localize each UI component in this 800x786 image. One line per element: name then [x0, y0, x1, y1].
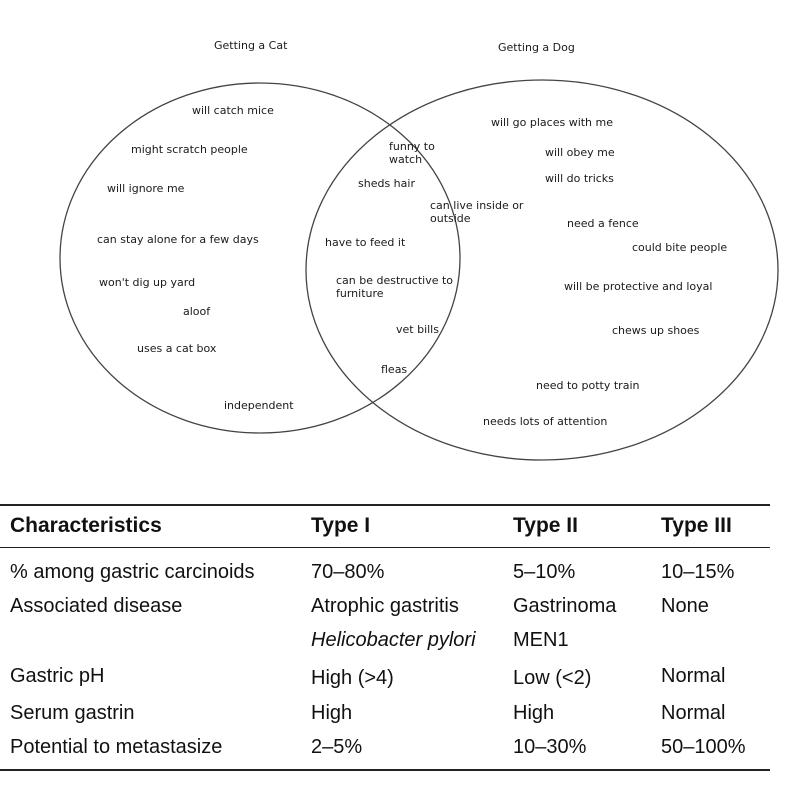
dog-title: Getting a Dog — [498, 41, 575, 54]
table-cell: Potential to metastasize — [10, 736, 223, 758]
both-item: vet bills — [396, 323, 439, 336]
header-type-2: Type II — [513, 514, 578, 537]
table-cell: Serum gastrin — [10, 702, 135, 724]
table-cell: 10–15% — [661, 561, 735, 583]
table-cell: Low (<2) — [513, 667, 592, 689]
both-item: have to feed it — [325, 236, 406, 249]
dog-item: will obey me — [545, 146, 615, 159]
dog-item: will go places with me — [491, 116, 614, 129]
cat-circle — [59, 82, 461, 434]
cat-item: uses a cat box — [137, 342, 217, 355]
dog-item: chews up shoes — [612, 324, 700, 337]
venn-circles — [59, 79, 779, 461]
header-rule — [0, 547, 770, 548]
both-item: sheds hair — [358, 177, 415, 190]
dog-item: need a fence — [567, 217, 639, 230]
top-rule — [0, 504, 770, 506]
dog-item: needs lots of attention — [483, 415, 608, 428]
table-cell: Normal — [661, 665, 726, 687]
table-cell: Helicobacter pylori — [311, 629, 476, 651]
table-cell: 2–5% — [311, 736, 363, 758]
bottom-rule — [0, 769, 770, 771]
table-cell: MEN1 — [513, 629, 569, 651]
table-cell: None — [661, 595, 709, 617]
table-cell: 50–100% — [661, 736, 746, 758]
table-cell: Gastrinoma — [513, 595, 617, 617]
cat-item: can stay alone for a few days — [97, 233, 259, 246]
both-item: funny to watch — [389, 140, 435, 166]
table-cell: High — [513, 702, 555, 724]
dog-item: will do tricks — [545, 172, 614, 185]
carcinoid-table: Characteristics Type I Type II Type III … — [0, 500, 800, 786]
table-cell: Associated disease — [10, 595, 183, 617]
cat-item: will ignore me — [107, 182, 185, 195]
header-type-3: Type III — [661, 514, 732, 537]
table-cell: Atrophic gastritis — [311, 595, 459, 617]
both-item: can be destructive to furniture — [336, 274, 454, 300]
table-cell: High — [311, 702, 353, 724]
cat-item: won't dig up yard — [99, 276, 196, 289]
dog-item: could bite people — [632, 241, 728, 254]
cat-item: aloof — [183, 305, 211, 318]
cat-title: Getting a Cat — [214, 39, 288, 52]
table-cell: High (>4) — [311, 667, 394, 689]
cat-item: independent — [224, 399, 294, 412]
table-cell: 70–80% — [311, 561, 385, 583]
header-type-1: Type I — [311, 514, 371, 537]
table-cell: % among gastric carcinoids — [10, 561, 255, 583]
dog-item: need to potty train — [536, 379, 640, 392]
dog-circle — [305, 79, 779, 461]
cat-item: might scratch people — [131, 143, 248, 156]
dog-item: will be protective and loyal — [564, 280, 713, 293]
table-cell: 10–30% — [513, 736, 587, 758]
both-item: fleas — [381, 363, 408, 376]
table-cell: Normal — [661, 702, 726, 724]
table-cell: Gastric pH — [10, 665, 105, 687]
header-characteristics: Characteristics — [10, 514, 162, 537]
both-item: can live inside or outside — [430, 199, 524, 225]
table-cell: 5–10% — [513, 561, 576, 583]
cat-item: will catch mice — [192, 104, 274, 117]
venn-diagram: Getting a Cat Getting a Dog will catch m… — [59, 39, 779, 461]
